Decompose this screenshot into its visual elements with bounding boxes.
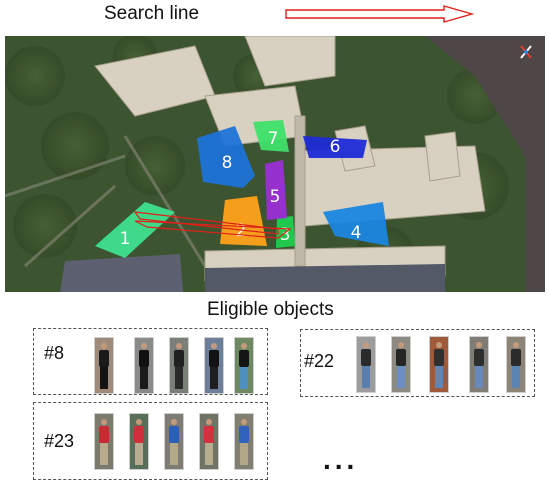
person-thumbnail [234,413,254,470]
object-group-id: #23 [44,431,75,451]
person-thumbnail [506,336,526,393]
person-thumbnail [94,413,114,470]
object-group: #22 [300,329,535,397]
camera-region-4 [323,202,389,246]
region-label-5: 5 [270,187,281,207]
region-label-8: 8 [222,153,233,173]
camera-region-5 [265,160,287,220]
object-group-id: #8 [44,343,65,363]
person-thumbnail [94,337,114,394]
person-thumbnail [429,336,449,393]
person-thumbnail [391,336,411,393]
person-thumbnail [129,413,149,470]
search-line-label: Search line [104,3,200,24]
object-group: #23 [33,402,268,480]
region-label-4: 4 [351,223,362,243]
camera-region-6 [303,136,367,158]
person-thumbnail [134,337,154,394]
object-group-id: #22 [304,351,335,371]
person-thumbnail [164,413,184,470]
eligible-objects-title: Eligible objects [207,299,334,320]
person-thumbnail [169,337,189,394]
region-label-1: 1 [120,229,131,249]
object-group: #8 [33,328,268,395]
region-label-7: 7 [268,129,279,149]
search-line-arrow-icon [285,5,475,23]
person-thumbnail [204,337,224,394]
region-label-6: 6 [330,137,341,157]
more-ellipsis: ... [323,444,359,475]
person-thumbnail [356,336,376,393]
compass-icon [520,45,532,59]
region-label-2: 2 [236,221,247,241]
region-label-3: 3 [280,225,291,245]
camera-region-2 [220,196,267,246]
camera-region-8 [197,126,255,188]
person-thumbnail [199,413,219,470]
camera-region-7 [253,120,289,152]
person-thumbnail [469,336,489,393]
campus-map: 1 2 3 4 5 6 7 8 [5,36,545,292]
camera-region-1 [95,202,175,258]
search-line-overlay [133,211,279,235]
person-thumbnail [234,337,254,394]
